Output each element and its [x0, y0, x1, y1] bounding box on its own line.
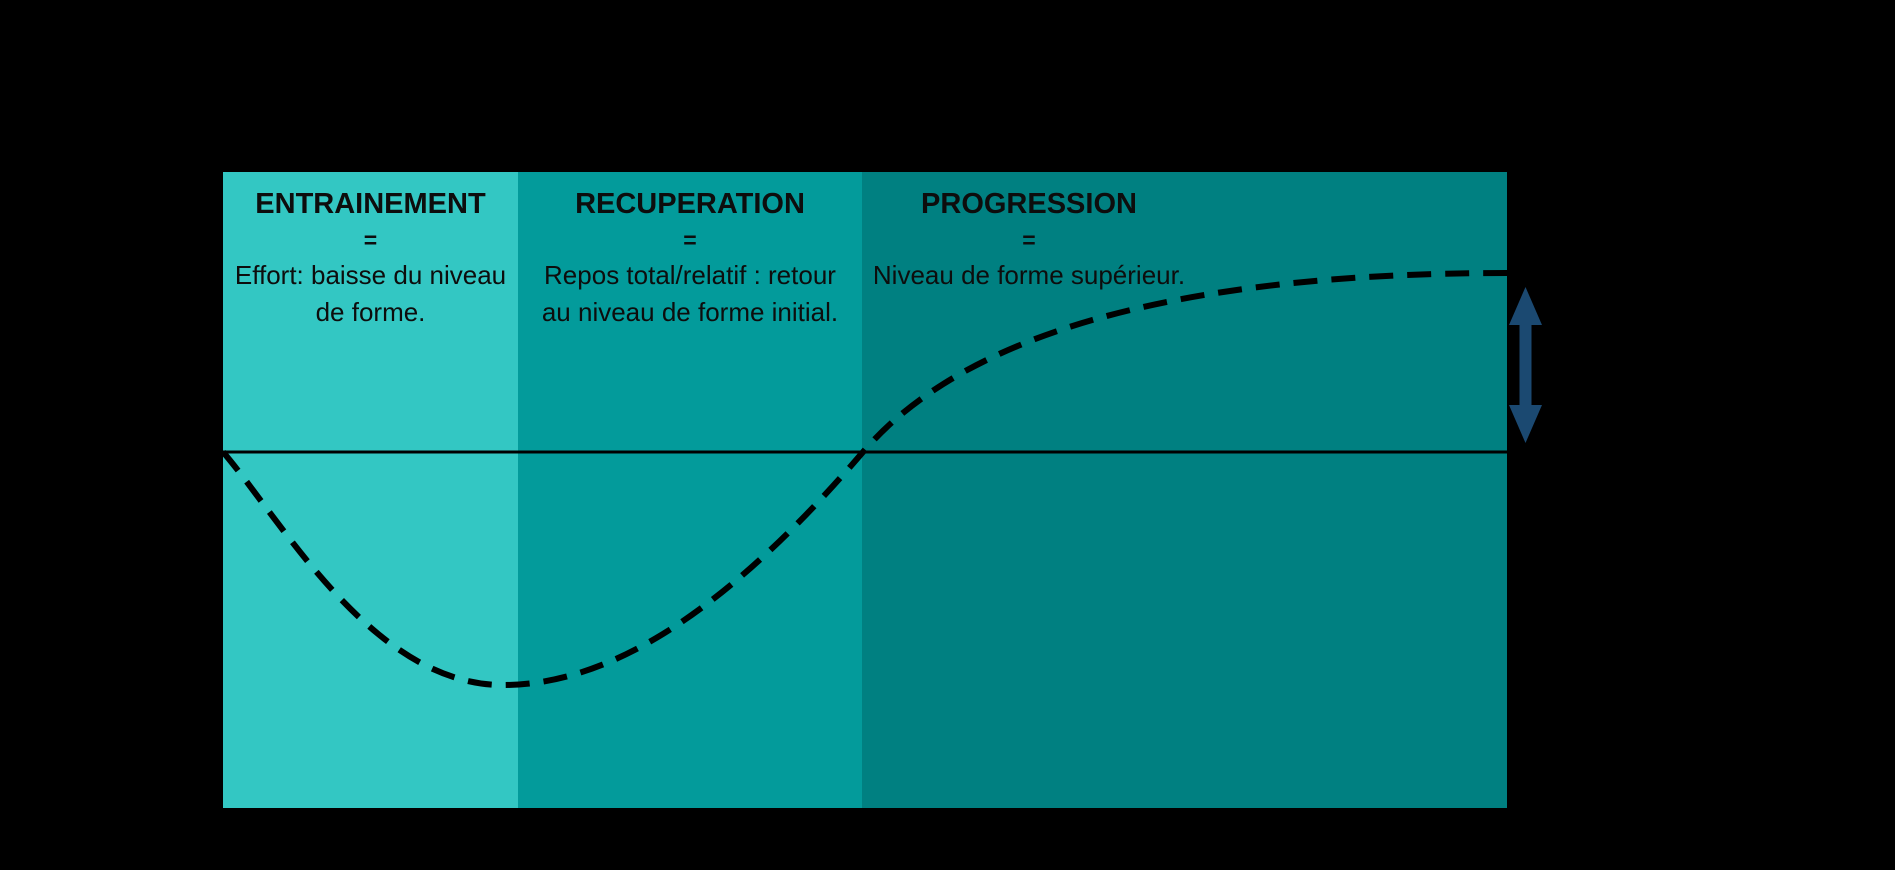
phase-description-line: Repos total/relatif : retour — [544, 260, 836, 290]
equals-sign: = — [683, 227, 697, 253]
phase-title: RECUPERATION — [575, 188, 805, 220]
phase-title: ENTRAINEMENT — [255, 188, 486, 220]
phase-label-recuperation: RECUPERATION = Repos total/relatif : ret… — [518, 184, 862, 331]
equals-sign: = — [1022, 227, 1036, 253]
phase-label-progression: PROGRESSION = Niveau de forme supérieur. — [864, 184, 1194, 294]
equals-sign: = — [363, 227, 378, 253]
phase-description-line: Effort: baisse du niveau — [234, 260, 507, 290]
supercompensation-gain-arrow — [1509, 287, 1542, 443]
chart-area: ENTRAINEMENT = Effort: baisse du niveau … — [223, 172, 1507, 808]
phase-description-line: au niveau de forme initial. — [541, 297, 839, 327]
double-arrow-icon — [1509, 287, 1542, 443]
phase-title: PROGRESSION — [921, 188, 1137, 220]
phase-description-line: de forme. — [315, 297, 426, 327]
phase-label-entrainement: ENTRAINEMENT = Effort: baisse du niveau … — [223, 184, 518, 331]
phase-description-line: Niveau de forme supérieur. — [872, 260, 1186, 290]
